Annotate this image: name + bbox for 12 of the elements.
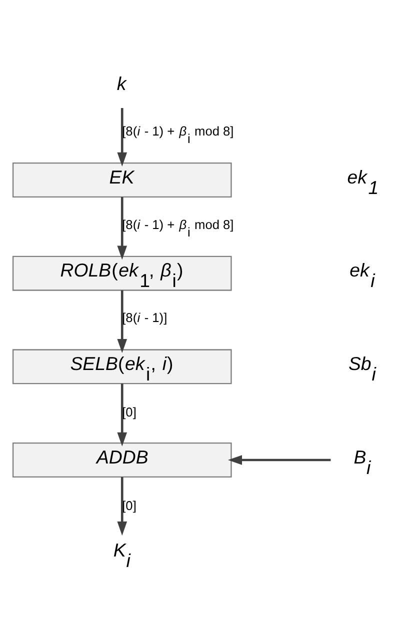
arrow — [117, 196, 128, 260]
node-box: ADDB — [12, 442, 232, 477]
edge-label: [0] — [122, 497, 136, 512]
edge-label: [8(i - 1)] — [122, 310, 168, 325]
node-box: EK — [12, 162, 232, 197]
arrow — [117, 476, 128, 536]
arrow — [117, 290, 128, 353]
arrow — [228, 454, 331, 464]
node-text: k — [116, 72, 126, 94]
arrow — [117, 108, 128, 166]
edge-label: [0] — [122, 404, 136, 420]
arrow — [117, 383, 128, 446]
